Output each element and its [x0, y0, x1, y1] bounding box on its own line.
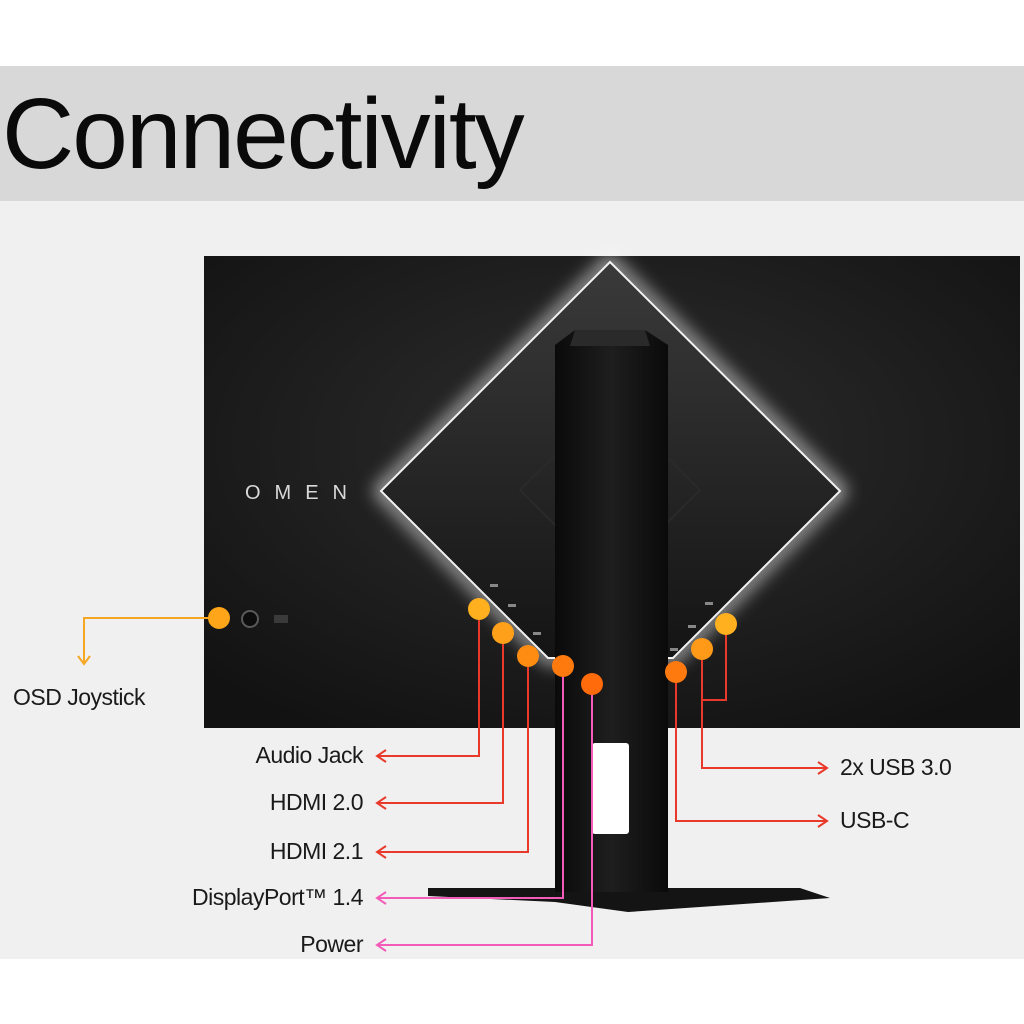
osd-joystick-label: OSD Joystick: [13, 684, 146, 710]
audio-jack-callout-line: [378, 609, 480, 757]
usb-30-marker-b: [691, 638, 713, 660]
displayport-marker: [552, 655, 574, 677]
hdmi-20-marker: [492, 622, 514, 644]
osd-joystick-knob: [241, 610, 259, 628]
displayport-arrowhead: [375, 891, 387, 905]
displayport-label: DisplayPort™ 1.4: [192, 884, 363, 910]
osd-joystick-callout-line: [83, 617, 219, 662]
port-icon-tick: [688, 625, 696, 628]
port-icon-tick: [533, 632, 541, 635]
power-arrowhead: [375, 938, 387, 952]
stand-neck: [555, 330, 668, 892]
audio-jack-label: Audio Jack: [255, 742, 363, 768]
port-icon-tick: [490, 584, 498, 587]
title-band: [0, 66, 1024, 201]
usb-30-callout-line-a: [702, 624, 727, 701]
power-marker: [581, 673, 603, 695]
stand-base: [428, 888, 830, 912]
port-icon-tick: [670, 648, 678, 651]
osd-joystick-arrowhead: [77, 655, 91, 666]
hdmi-21-label: HDMI 2.1: [269, 838, 364, 864]
displayport-callout-line: [378, 666, 564, 899]
omen-logo: OMEN: [245, 482, 361, 504]
usb-c-marker: [665, 661, 687, 683]
port-icon-tick: [705, 602, 713, 605]
cable-cutout: [592, 743, 629, 834]
port-icon-tick: [508, 604, 516, 607]
osd-joystick-marker: [208, 607, 230, 629]
usb-c-callout-line: [675, 672, 826, 822]
stand-neck-top: [570, 330, 650, 346]
page-title: Connectivity: [2, 78, 525, 190]
usb-30-callout-line-b: [701, 649, 826, 769]
joystick-button: [274, 615, 288, 623]
power-callout-line: [378, 684, 593, 946]
usb-30-label: 2x USB 3.0: [840, 754, 952, 780]
hdmi-20-arrowhead: [375, 796, 387, 810]
power-label: Power: [300, 931, 363, 957]
hdmi-21-marker: [517, 645, 539, 667]
audio-jack-arrowhead: [375, 749, 387, 763]
bottom-margin: [0, 959, 1024, 1024]
usb-30-marker-a: [715, 613, 737, 635]
usb-30-arrowhead: [817, 761, 829, 775]
top-margin: [0, 0, 1024, 66]
hdmi-20-callout-line: [378, 633, 504, 804]
hdmi-20-label: HDMI 2.0: [269, 789, 364, 815]
hdmi-21-callout-line: [378, 656, 529, 853]
usb-c-arrowhead: [817, 814, 829, 828]
audio-jack-marker: [468, 598, 490, 620]
usb-c-label: USB-C: [840, 807, 910, 833]
hdmi-21-arrowhead: [375, 845, 387, 859]
